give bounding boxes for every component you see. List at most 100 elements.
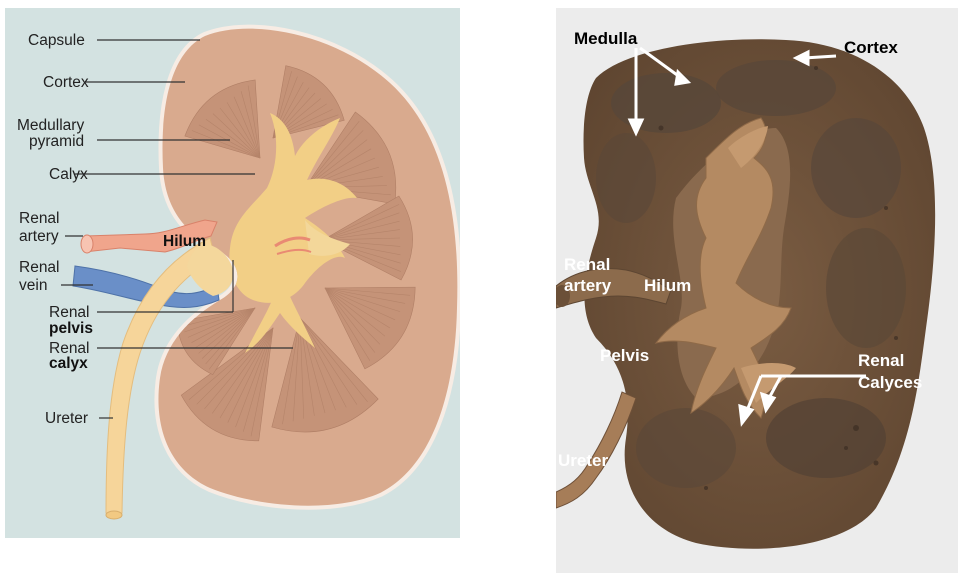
lower-calyx — [245, 290, 315, 353]
photo-label-renal-calyces-line2: Calyces — [858, 373, 922, 392]
pyramid-striation — [212, 113, 261, 159]
medulla-band-5 — [766, 398, 886, 478]
label-renal-artery-line1: Renal — [19, 210, 60, 227]
pyramid-striation — [212, 327, 274, 414]
medulla-band-3 — [811, 118, 901, 218]
label-hilum: Hilum — [163, 233, 206, 250]
pyramid-striation — [196, 327, 274, 405]
pyramid-striation — [219, 107, 261, 159]
renal-artery-opening — [80, 234, 94, 254]
pyramid-striation — [194, 307, 256, 349]
pyramid-striation — [233, 96, 261, 159]
pyramid-striation — [204, 327, 274, 410]
pyramid-striation — [282, 317, 301, 425]
ureter — [105, 237, 216, 514]
photo-arrows — [627, 46, 866, 427]
pyramid-striation — [242, 327, 274, 432]
pyramid-striation — [250, 327, 274, 437]
pyramid-striation — [324, 287, 386, 337]
medulla-band-6 — [636, 408, 736, 488]
middle-calyx — [305, 220, 350, 256]
pyramid-striation — [304, 121, 360, 189]
pyramid-striation — [184, 307, 256, 333]
medulla-band-1 — [611, 73, 721, 133]
label-renal-vein-line2: vein — [19, 277, 47, 294]
photo-label-cortex: Cortex — [844, 38, 898, 57]
pyramid-striation — [304, 130, 364, 189]
photo-label-pelvis: Pelvis — [600, 346, 649, 365]
pyramid-striation — [324, 287, 411, 296]
photo-inner — [596, 60, 906, 490]
label-capsule: Capsule — [28, 32, 85, 49]
pyramid-striation — [322, 220, 400, 241]
pyramid-striation — [324, 287, 391, 329]
medullary-pyramid — [271, 317, 379, 433]
hilum-region — [187, 244, 234, 296]
pyramid-striation — [322, 229, 400, 241]
kidney-photo: Medulla Cortex Renal artery Hilum Pelvis… — [556, 8, 958, 573]
label-renal-vein-line1: Renal — [19, 259, 60, 276]
pyramid-striation — [292, 317, 301, 422]
medullary-pyramid — [272, 65, 345, 139]
pyramid-striation — [219, 327, 274, 419]
photo-label-ureter: Ureter — [558, 451, 608, 470]
pyramid-striation — [187, 307, 256, 338]
pyramid-striation — [235, 327, 274, 428]
pyramid-striation — [205, 307, 256, 365]
leader-lines — [61, 39, 293, 419]
medulla-region — [176, 65, 416, 442]
medullary-pyramid — [184, 79, 261, 159]
pyramid-striation — [208, 307, 256, 370]
pyramid-striation — [198, 124, 261, 159]
label-cortex: Cortex — [43, 74, 89, 91]
kidney-photo-panel: Medulla Cortex Renal artery Hilum Pelvis… — [556, 8, 958, 573]
pyramid-striation — [227, 327, 274, 423]
medullary-pyramid — [324, 286, 416, 370]
pyramid-striation — [191, 307, 256, 343]
pyramid-striation — [324, 287, 371, 361]
pyramid-striation — [198, 307, 256, 354]
pyramid-striation — [324, 287, 406, 304]
photo-label-medulla: Medulla — [574, 29, 638, 48]
kidney-illustration-panel: Capsule Cortex Medullary pyramid Calyx R… — [5, 8, 460, 538]
interlobar-artery-2 — [276, 248, 312, 255]
photo-ureter — [556, 391, 637, 509]
tissue-specks — [658, 66, 898, 490]
medulla-band-7 — [596, 133, 656, 223]
pyramid-striation — [240, 91, 261, 159]
medulla-band-4 — [826, 228, 906, 348]
photo-label-hilum: Hilum — [644, 276, 691, 295]
label-calyx: Calyx — [49, 166, 88, 183]
renal-vein — [72, 265, 220, 308]
pyramid-striation — [322, 212, 400, 241]
pyramid-striation — [205, 119, 261, 159]
label-medullary-line1: Medullary — [17, 117, 84, 134]
interlobar-artery — [274, 236, 311, 248]
medulla-band-2 — [716, 60, 836, 116]
pyramid-striation — [299, 317, 358, 405]
renal-pelvis-tissue — [654, 117, 792, 419]
medullary-pyramid — [322, 195, 413, 281]
renal-artery — [84, 219, 218, 253]
label-renal-pelvis-line2: pelvis — [49, 320, 93, 337]
label-ureter: Ureter — [45, 410, 88, 427]
photo-label-renal-artery-line1: Renal — [564, 255, 610, 274]
pyramid-striation — [226, 102, 261, 159]
label-renal-calyx-line2: calyx — [49, 355, 88, 372]
pyramid-striation — [299, 317, 368, 402]
pyramid-striation — [201, 307, 256, 359]
pyramid-striation — [324, 287, 396, 321]
photo-artery-end — [556, 285, 570, 307]
pyramid-striation — [324, 287, 401, 312]
label-medullary-line2: pyramid — [29, 133, 84, 150]
label-renal-pelvis-line1: Renal — [49, 304, 90, 321]
photo-renal-artery — [556, 268, 672, 309]
pyramid-striation — [191, 130, 261, 159]
photo-label-renal-artery-line2: artery — [564, 276, 612, 295]
pyramid-striation — [180, 307, 256, 327]
kidney-illustration: Capsule Cortex Medullary pyramid Calyx R… — [5, 8, 460, 538]
pyramid-striation — [324, 287, 376, 353]
upper-calyx-tissue — [728, 126, 768, 168]
pyramid-striation — [322, 204, 400, 241]
label-renal-calyx-line1: Renal — [49, 340, 90, 357]
